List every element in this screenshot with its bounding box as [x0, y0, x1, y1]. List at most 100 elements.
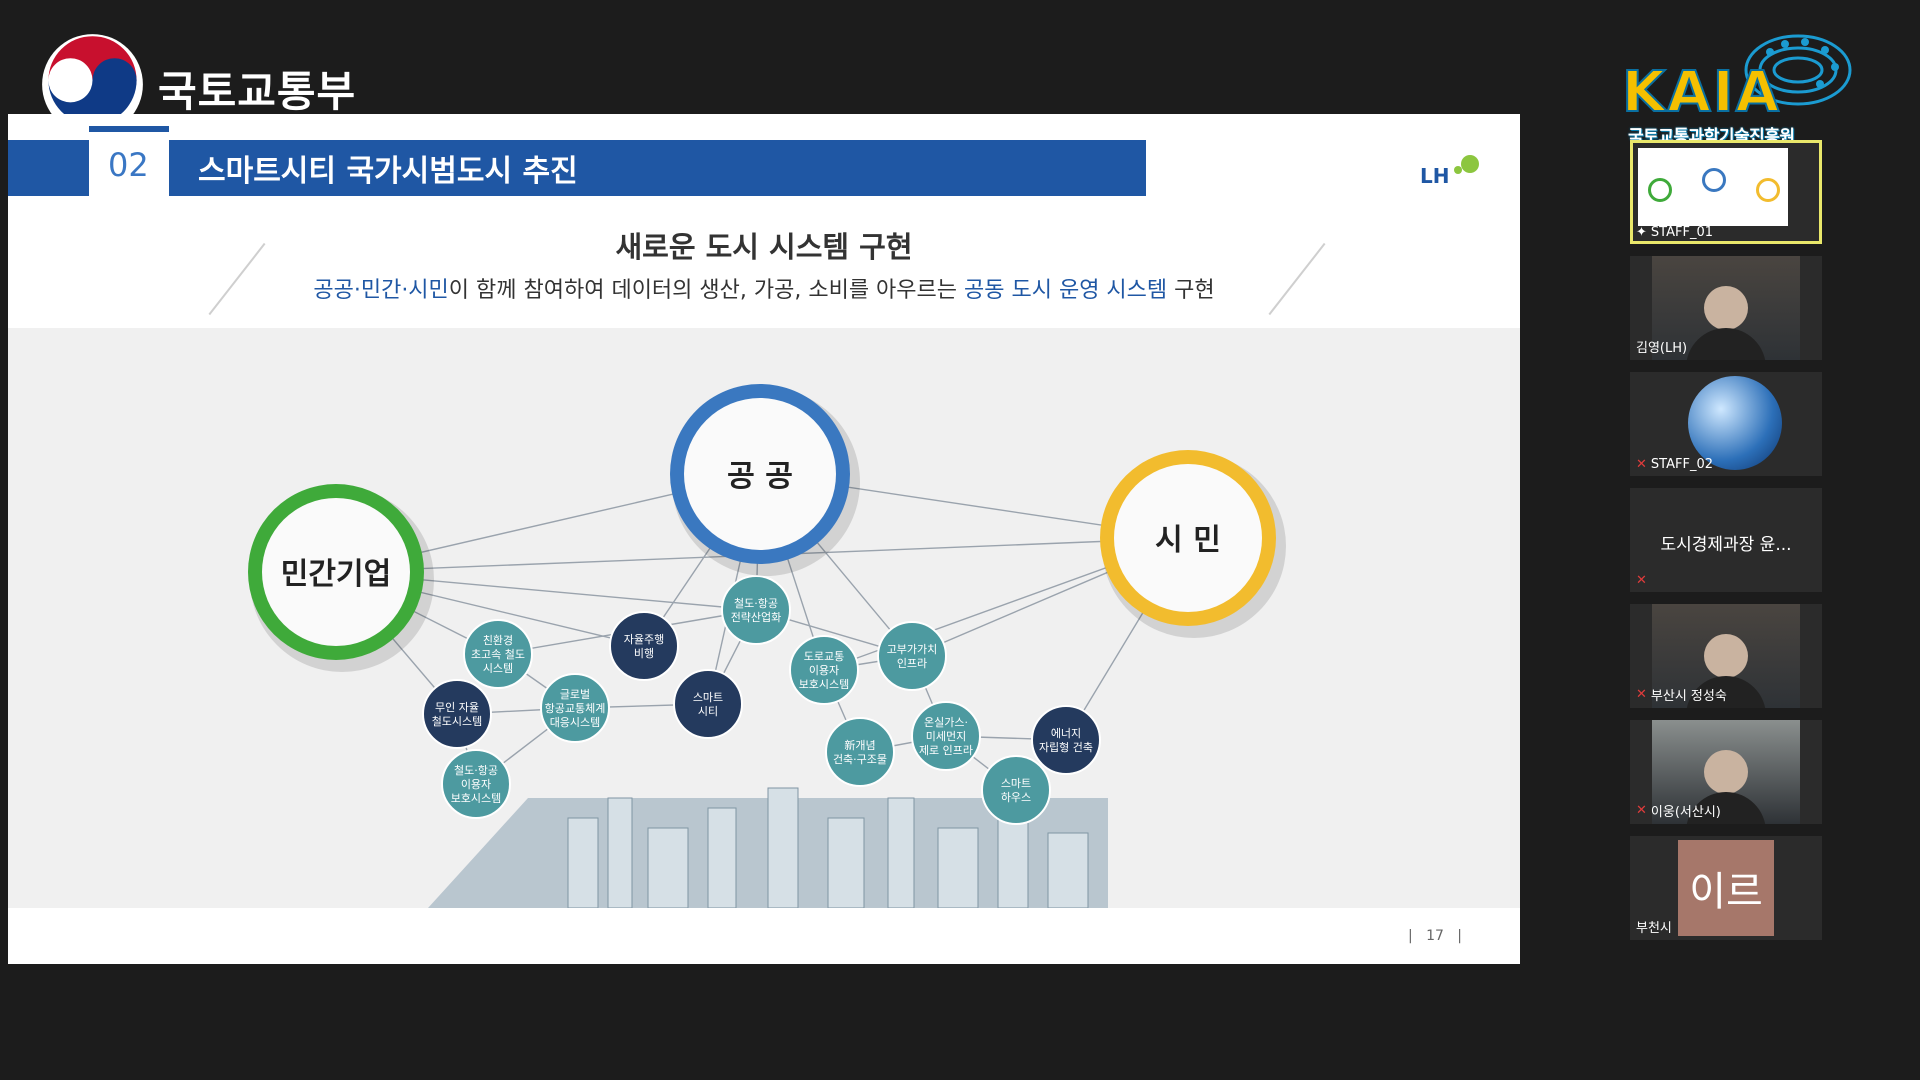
- video-feed: [1652, 256, 1800, 360]
- participant-name: 김영(LH): [1636, 341, 1688, 356]
- participant-tile[interactable]: 김영(LH): [1630, 256, 1822, 360]
- section-header-bar: [8, 140, 1146, 196]
- participant-name-label: ✕: [1636, 573, 1647, 588]
- node-circle: [825, 717, 895, 787]
- building: [607, 797, 633, 908]
- participant-name: 부천시: [1636, 921, 1672, 936]
- node-circle: [911, 701, 981, 771]
- major-node-label: 시 민: [1155, 523, 1221, 558]
- participant-name: STAFF_02: [1650, 457, 1713, 472]
- kaia-logo-icon: [1744, 34, 1852, 106]
- person-silhouette: [1704, 286, 1748, 330]
- node-circle: [609, 611, 679, 681]
- ministry-name: 국토교통부: [158, 67, 357, 116]
- participant-name: 이웅(서산시): [1650, 805, 1721, 820]
- participant-tile[interactable]: 도시경제과장 윤... ✕: [1630, 488, 1822, 592]
- mic-muted-icon: ✕: [1636, 457, 1647, 472]
- section-title: 스마트시티 국가시범도시 추진: [198, 154, 578, 189]
- building: [767, 787, 799, 908]
- person-silhouette: [1704, 750, 1748, 794]
- building: [887, 797, 915, 908]
- globe-avatar-icon: [1688, 376, 1782, 470]
- node-circle: [877, 621, 947, 691]
- participant-tile[interactable]: ✕부산시 정성숙: [1630, 604, 1822, 708]
- participant-tile[interactable]: ✕STAFF_02: [1630, 372, 1822, 476]
- building: [647, 827, 689, 908]
- participant-tile[interactable]: ✕이웅(서산시): [1630, 720, 1822, 824]
- subtitle-highlight-2: 공동 도시 운영 시스템: [964, 278, 1168, 303]
- subtitle-text: 이 함께 참여하여 데이터의 생산, 가공, 소비를 아우르는: [448, 278, 965, 303]
- participant-name: STAFF_01: [1650, 225, 1713, 240]
- subtitle-highlight-1: 공공·민간·시민: [313, 278, 449, 303]
- page-number: | 17 |: [1408, 928, 1462, 944]
- video-feed: [1652, 720, 1800, 824]
- slide-subtitle: 공공·민간·시민이 함께 참여하여 데이터의 생산, 가공, 소비를 아우르는 …: [8, 272, 1520, 304]
- presentation-slide: 02 스마트시티 국가시범도시 추진 LH 새로운 도시 시스템 구현 공공·민…: [8, 114, 1520, 964]
- node-inner: [262, 498, 410, 646]
- lh-logo-text: LH: [1420, 164, 1450, 188]
- participant-display-name: 도시경제과장 윤...: [1660, 535, 1792, 555]
- lh-leaf-icon: [1454, 155, 1479, 174]
- kaia-logo-text: KAIA: [1621, 59, 1781, 126]
- slide-title: 새로운 도시 시스템 구현: [615, 230, 913, 264]
- video-feed: [1652, 604, 1800, 708]
- city-illustration: [428, 787, 1108, 908]
- avatar: 이르: [1678, 840, 1774, 936]
- node-circle: [789, 635, 859, 705]
- node-circle: [981, 755, 1051, 825]
- participant-name-label: ✦STAFF_01: [1636, 225, 1713, 240]
- thumb-node: [1756, 178, 1780, 202]
- shared-screen-thumbnail: [1638, 148, 1788, 226]
- mic-muted-icon: ✕: [1636, 803, 1647, 818]
- node-circle: [422, 679, 492, 749]
- thumb-node: [1702, 168, 1726, 192]
- diagram-major-node-citizen: 시 민: [1100, 450, 1286, 638]
- person-silhouette: [1704, 634, 1748, 678]
- building: [937, 827, 979, 908]
- major-node-label: 공 공: [727, 459, 793, 494]
- host-icon: ✦: [1636, 225, 1647, 240]
- section-number: 02: [108, 146, 149, 184]
- node-circle: [540, 673, 610, 743]
- node-inner: [684, 398, 836, 550]
- building: [1047, 832, 1089, 908]
- subtitle-end: 구현: [1167, 278, 1215, 303]
- major-node-label: 민간기업: [281, 557, 391, 592]
- node-circle: [463, 619, 533, 689]
- node-circle: [1031, 705, 1101, 775]
- node-circle: [673, 669, 743, 739]
- node-inner: [1114, 464, 1262, 612]
- mic-muted-icon: ✕: [1636, 687, 1647, 702]
- diagram-major-node-public: 공 공: [670, 384, 860, 576]
- participant-tile[interactable]: ✦STAFF_01: [1630, 140, 1822, 244]
- building: [827, 817, 865, 908]
